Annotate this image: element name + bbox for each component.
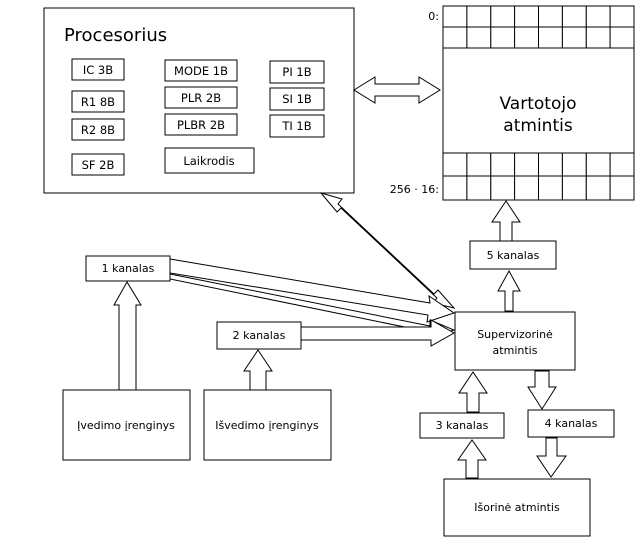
memory-cell-top: [609, 26, 635, 49]
channel-5: 5 kanalas: [469, 240, 557, 270]
memory-cell-top: [442, 5, 468, 28]
memory-cell-bottom: [538, 152, 563, 177]
memory-cell-bottom: [514, 175, 539, 201]
memory-cell-top: [585, 26, 611, 49]
register-si: SI 1B: [269, 87, 325, 111]
clock: Laikrodis: [164, 147, 255, 174]
supervisor-memory: Supervizorinė atmintis: [454, 311, 576, 371]
arrows: [113, 76, 567, 479]
external-memory-label: Išorinė atmintis: [474, 501, 560, 514]
memory-cell-bottom: [490, 175, 516, 201]
memory-cell-bottom: [561, 175, 587, 201]
input-device: Įvedimo įrenginys: [62, 389, 191, 461]
supervisor-memory-line2: atmintis: [493, 344, 538, 357]
memory-cell-bottom: [609, 175, 635, 201]
channel-1: 1 kanalas: [85, 255, 171, 282]
memory-cell-bottom: [585, 152, 611, 177]
register-ic: IC 3B: [71, 58, 125, 81]
channel-1-label: 1 kanalas: [102, 262, 155, 275]
channel-2: 2 kanalas: [216, 321, 302, 350]
supervisor-memory-line1: Supervizorinė: [477, 328, 553, 341]
user-memory-title-line1: Vartotojo: [500, 94, 577, 114]
register-mode: MODE 1B: [164, 59, 238, 82]
output-device-label: Išvedimo įrenginys: [215, 419, 319, 432]
memory-cell-bottom: [466, 175, 492, 201]
register-pi: PI 1B: [269, 60, 325, 84]
user-memory: Vartotojo atmintis 0: 256 · 16:: [390, 5, 635, 201]
channel5-to-memory-arrow: [491, 200, 521, 242]
register-pi-label: PI 1B: [282, 65, 311, 79]
register-plr: PLR 2B: [164, 86, 238, 109]
channel-4-label: 4 kanalas: [545, 417, 598, 430]
register-ic-label: IC 3B: [83, 63, 113, 77]
register-plr-label: PLR 2B: [181, 91, 221, 105]
memory-start-address: 0:: [428, 10, 439, 23]
memory-cell-bottom: [442, 175, 468, 201]
output-to-channel2-arrow: [243, 349, 273, 391]
register-plbr: PLBR 2B: [164, 113, 238, 136]
user-memory-title-line2: atmintis: [503, 116, 573, 136]
output-device: Išvedimo įrenginys: [203, 389, 332, 461]
channel-4: 4 kanalas: [527, 409, 615, 438]
memory-cell-bottom: [442, 152, 468, 177]
memory-cell-top: [609, 5, 635, 28]
channel1-to-supervisor-arrow-upper: [169, 258, 456, 323]
memory-cell-top: [538, 5, 563, 28]
channel-2-label: 2 kanalas: [233, 329, 286, 342]
register-si-label: SI 1B: [282, 92, 312, 106]
memory-cell-bottom: [585, 175, 611, 201]
memory-grid: [442, 5, 635, 201]
channel-3: 3 kanalas: [419, 412, 505, 439]
memory-cell-bottom: [490, 152, 516, 177]
register-r2-label: R2 8B: [81, 123, 115, 137]
processor-title: Procesorius: [64, 25, 167, 46]
processor: Procesorius IC 3B R1 8B R2 8B SF 2B MODE…: [43, 7, 355, 194]
register-plbr-label: PLBR 2B: [177, 118, 225, 132]
register-r1-label: R1 8B: [81, 95, 115, 109]
clock-label: Laikrodis: [183, 154, 234, 168]
channel4-to-external-arrow: [536, 437, 567, 478]
channel-5-label: 5 kanalas: [487, 249, 540, 262]
processor-supervisor-double-arrow: [319, 192, 456, 309]
register-r2: R2 8B: [71, 118, 125, 141]
channel3-to-supervisor-arrow: [458, 371, 488, 413]
memory-cell-bottom: [538, 175, 563, 201]
register-sf-label: SF 2B: [82, 158, 115, 172]
memory-cell-top: [561, 5, 587, 28]
memory-cell-top: [514, 5, 539, 28]
input-device-label: Įvedimo įrenginys: [77, 419, 175, 432]
input-to-channel1-arrow: [113, 281, 142, 391]
memory-cell-top: [442, 26, 468, 49]
channel2-to-supervisor-arrow: [300, 319, 456, 347]
memory-cell-bottom: [466, 152, 492, 177]
memory-cell-bottom: [561, 152, 587, 177]
external-memory: Išorinė atmintis: [443, 478, 591, 537]
register-r1: R1 8B: [71, 90, 125, 113]
memory-cell-top: [490, 5, 516, 28]
processor-memory-double-arrow: [353, 76, 441, 104]
supervisor-memory-box: [454, 311, 576, 371]
register-ti: TI 1B: [269, 114, 325, 138]
memory-cell-bottom: [514, 152, 539, 177]
memory-cell-top: [466, 5, 492, 28]
supervisor-to-channel4-arrow: [527, 370, 557, 410]
memory-cell-top: [538, 26, 563, 49]
memory-cell-top: [585, 5, 611, 28]
external-to-channel3-arrow: [457, 439, 487, 479]
register-mode-label: MODE 1B: [174, 64, 228, 78]
supervisor-to-channel5-arrow: [497, 269, 521, 312]
memory-cell-top: [490, 26, 516, 49]
memory-cell-bottom: [609, 152, 635, 177]
register-sf: SF 2B: [71, 153, 125, 176]
memory-cell-top: [466, 26, 492, 49]
memory-cell-top: [561, 26, 587, 49]
memory-cell-top: [514, 26, 539, 49]
register-ti-label: TI 1B: [281, 119, 311, 133]
memory-end-address: 256 · 16:: [390, 183, 439, 196]
channel-3-label: 3 kanalas: [436, 419, 489, 432]
